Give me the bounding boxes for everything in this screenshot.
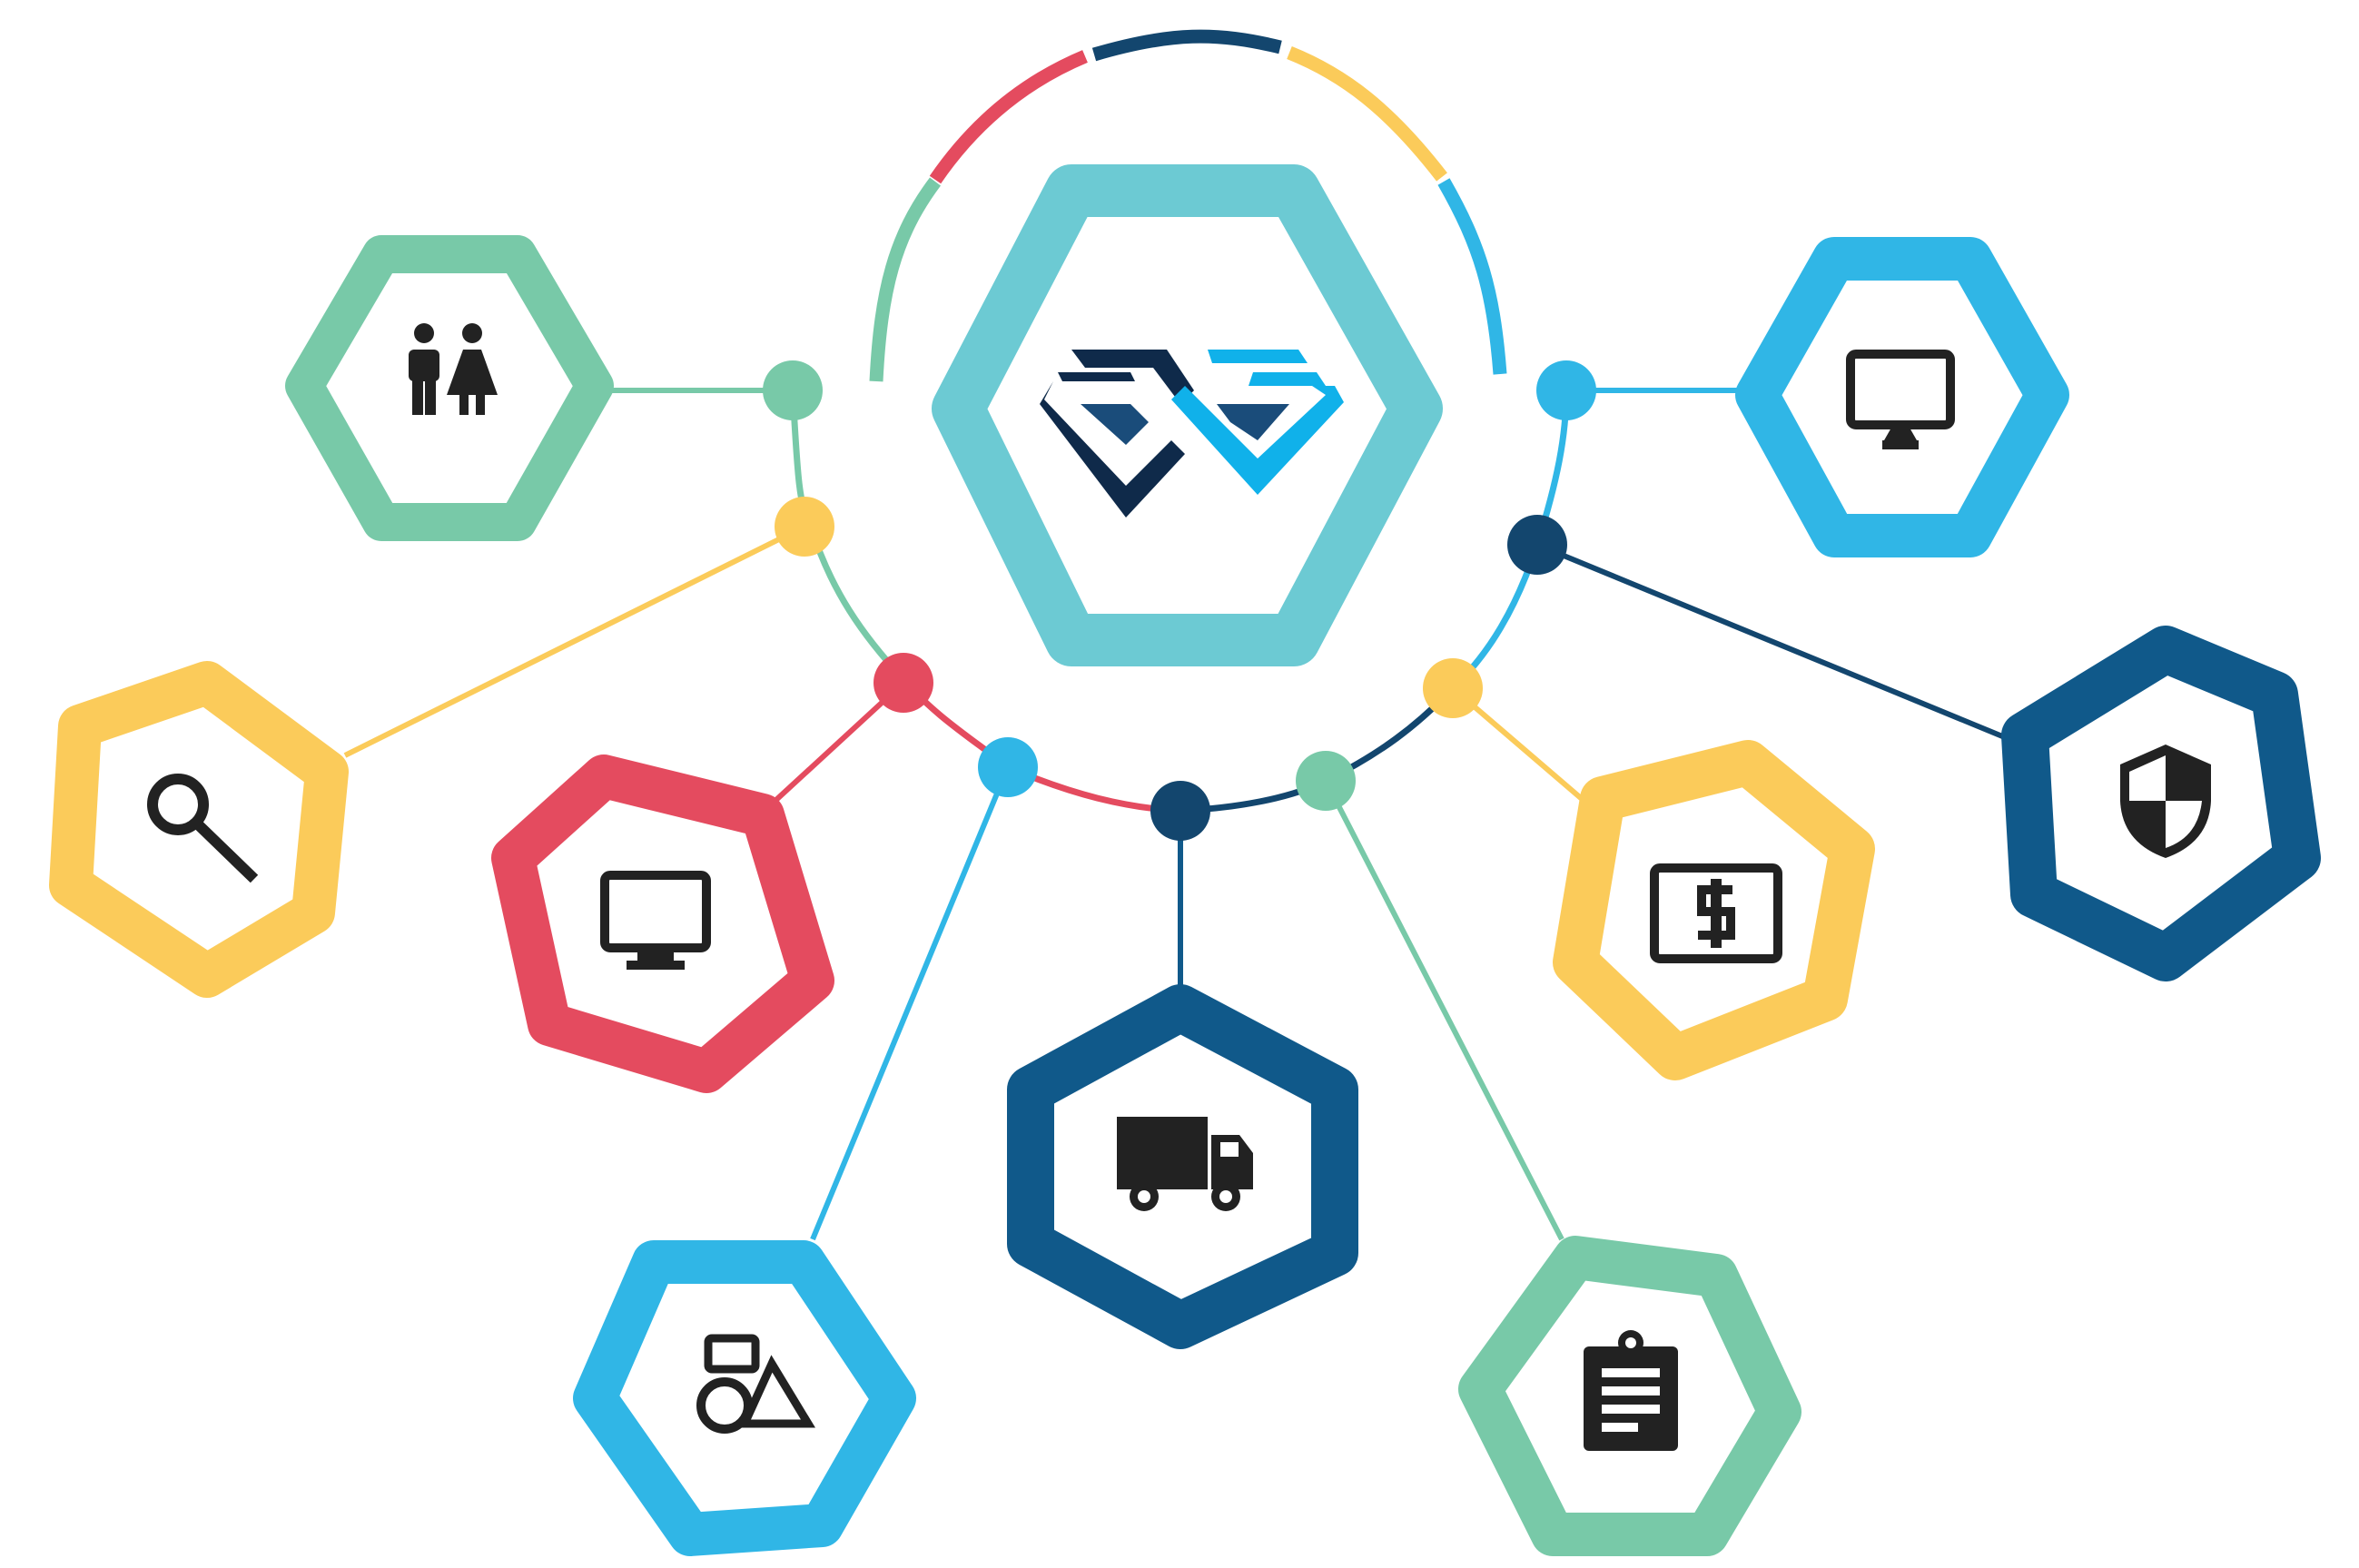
- shield-icon: [2120, 745, 2211, 858]
- truck-icon: [1117, 1117, 1253, 1211]
- dot-red[interactable]: [874, 653, 933, 713]
- dot-yellow-right[interactable]: [1423, 658, 1483, 718]
- node-clipboard[interactable]: [1458, 1236, 1801, 1556]
- connector-shield: [1535, 542, 2013, 743]
- connector-monitor-red: [765, 680, 906, 811]
- dot-navy-right[interactable]: [1507, 515, 1567, 575]
- arc-segment-green: [869, 177, 942, 382]
- connector-clipboard: [1323, 779, 1564, 1241]
- connector-search: [343, 524, 806, 758]
- top-arc: [869, 29, 1507, 382]
- node-people[interactable]: [285, 235, 614, 541]
- connector-design: [810, 765, 1011, 1241]
- hub-node[interactable]: [932, 164, 1443, 666]
- node-monitor-red[interactable]: [491, 754, 834, 1093]
- people-icon: [409, 323, 498, 415]
- arc-segment-red: [929, 50, 1088, 184]
- node-shield[interactable]: [2001, 626, 2321, 981]
- node-monitor-red-hexagon: [491, 754, 834, 1093]
- search-icon: [147, 774, 259, 883]
- connectors: [343, 388, 2013, 1241]
- node-search[interactable]: [49, 661, 349, 998]
- dot-navy-bottom[interactable]: [1150, 781, 1210, 841]
- node-design[interactable]: [573, 1240, 916, 1556]
- arc-segment-sky: [1437, 178, 1507, 375]
- money-icon: [1650, 863, 1782, 963]
- node-truck[interactable]: [1007, 984, 1358, 1349]
- dot-sky-right[interactable]: [1536, 360, 1596, 420]
- diamond-logo-icon: [1040, 350, 1344, 518]
- monitor-icon: [600, 871, 711, 970]
- monitor-icon: [1846, 350, 1955, 449]
- design-tools-icon: [696, 1334, 815, 1434]
- node-money[interactable]: [1553, 740, 1875, 1080]
- arc-segment-yellow: [1287, 46, 1447, 182]
- node-monitor-blue[interactable]: [1735, 237, 2069, 557]
- node-monitor-blue-hexagon: [1735, 237, 2069, 557]
- dot-green-left[interactable]: [763, 360, 823, 420]
- clipboard-icon: [1584, 1330, 1678, 1451]
- dot-sky-bottom[interactable]: [978, 737, 1038, 797]
- arc-segment-navy: [1091, 29, 1282, 62]
- junction-dots: [763, 360, 1596, 841]
- dot-green-bottom[interactable]: [1296, 751, 1356, 811]
- dot-yellow-left[interactable]: [775, 497, 834, 557]
